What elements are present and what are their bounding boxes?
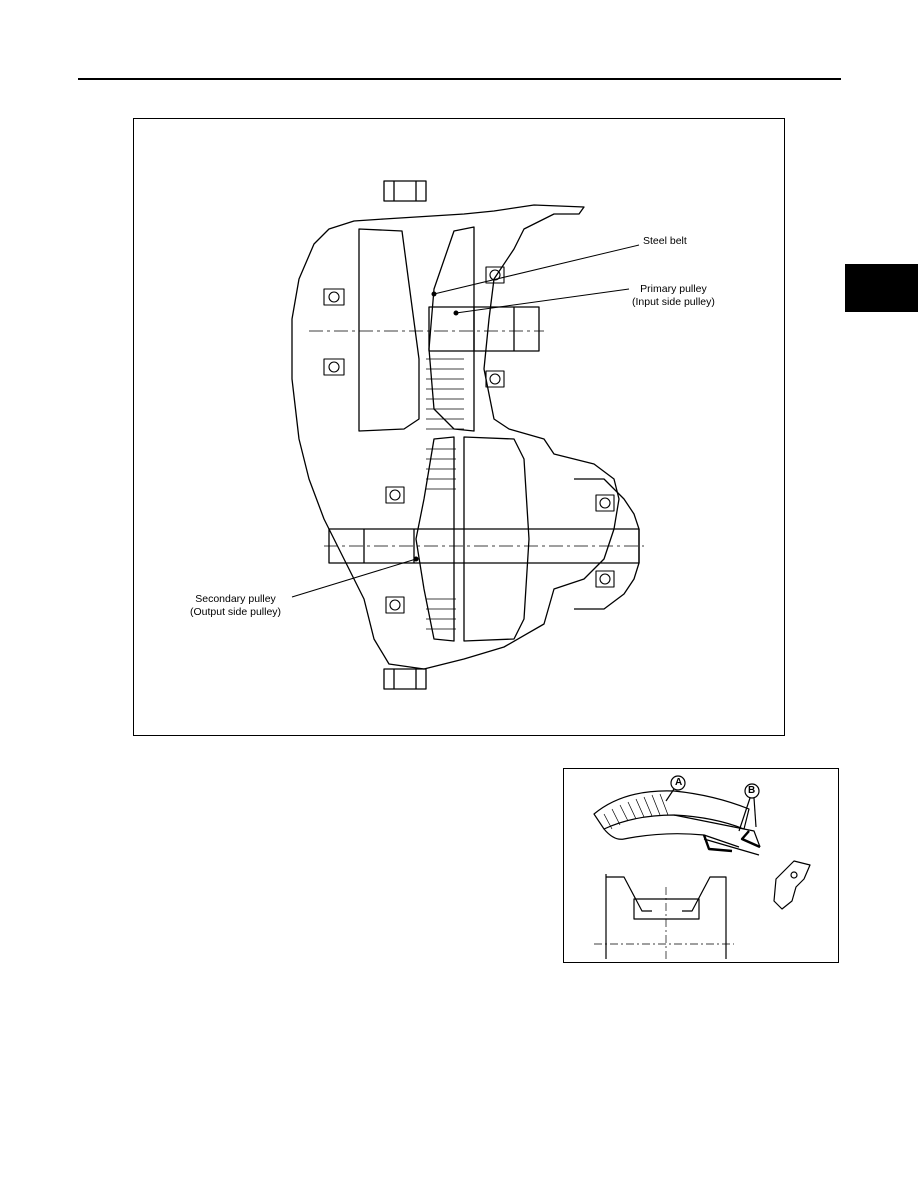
steel-belt-detail-figure: A B [563, 768, 839, 963]
callout-b-circle [744, 783, 760, 799]
primary-pulley-label: Primary pulley (Input side pulley) [632, 283, 715, 308]
callout-a-circle [670, 775, 686, 791]
callout-b-label: B [748, 785, 756, 796]
secondary-movable-sheave [463, 436, 530, 642]
single-belt-element [773, 860, 811, 910]
steel-belt-hatching [426, 358, 464, 630]
callout-a-label: A [675, 777, 683, 788]
housing-outline [291, 204, 620, 670]
header-rule [78, 78, 841, 80]
belt-element-stack [593, 790, 750, 830]
secondary-pulley-leader [291, 558, 417, 598]
primary-fixed-sheave [358, 228, 420, 432]
cvt-cross-section-drawing [291, 180, 644, 690]
pulley-groove-section [605, 874, 727, 959]
primary-pulley-leader [455, 288, 630, 314]
secondary-fixed-sheave [415, 436, 455, 642]
cvt-cross-section-figure: Steel belt Primary pulley (Input side pu… [133, 118, 785, 736]
bearings [323, 266, 615, 614]
top-bolt [383, 180, 427, 202]
bottom-bolt [383, 668, 427, 690]
primary-movable-sheave [428, 226, 475, 432]
steel-rings [673, 814, 761, 856]
steel-belt-leader [433, 244, 640, 295]
output-flange [574, 478, 640, 610]
steel-belt-label: Steel belt [643, 235, 687, 247]
secondary-pulley-label: Secondary pulley (Output side pulley) [190, 593, 282, 618]
section-tab [845, 264, 918, 312]
primary-shaft [428, 306, 540, 352]
steel-belt-detail-drawing [593, 775, 811, 959]
